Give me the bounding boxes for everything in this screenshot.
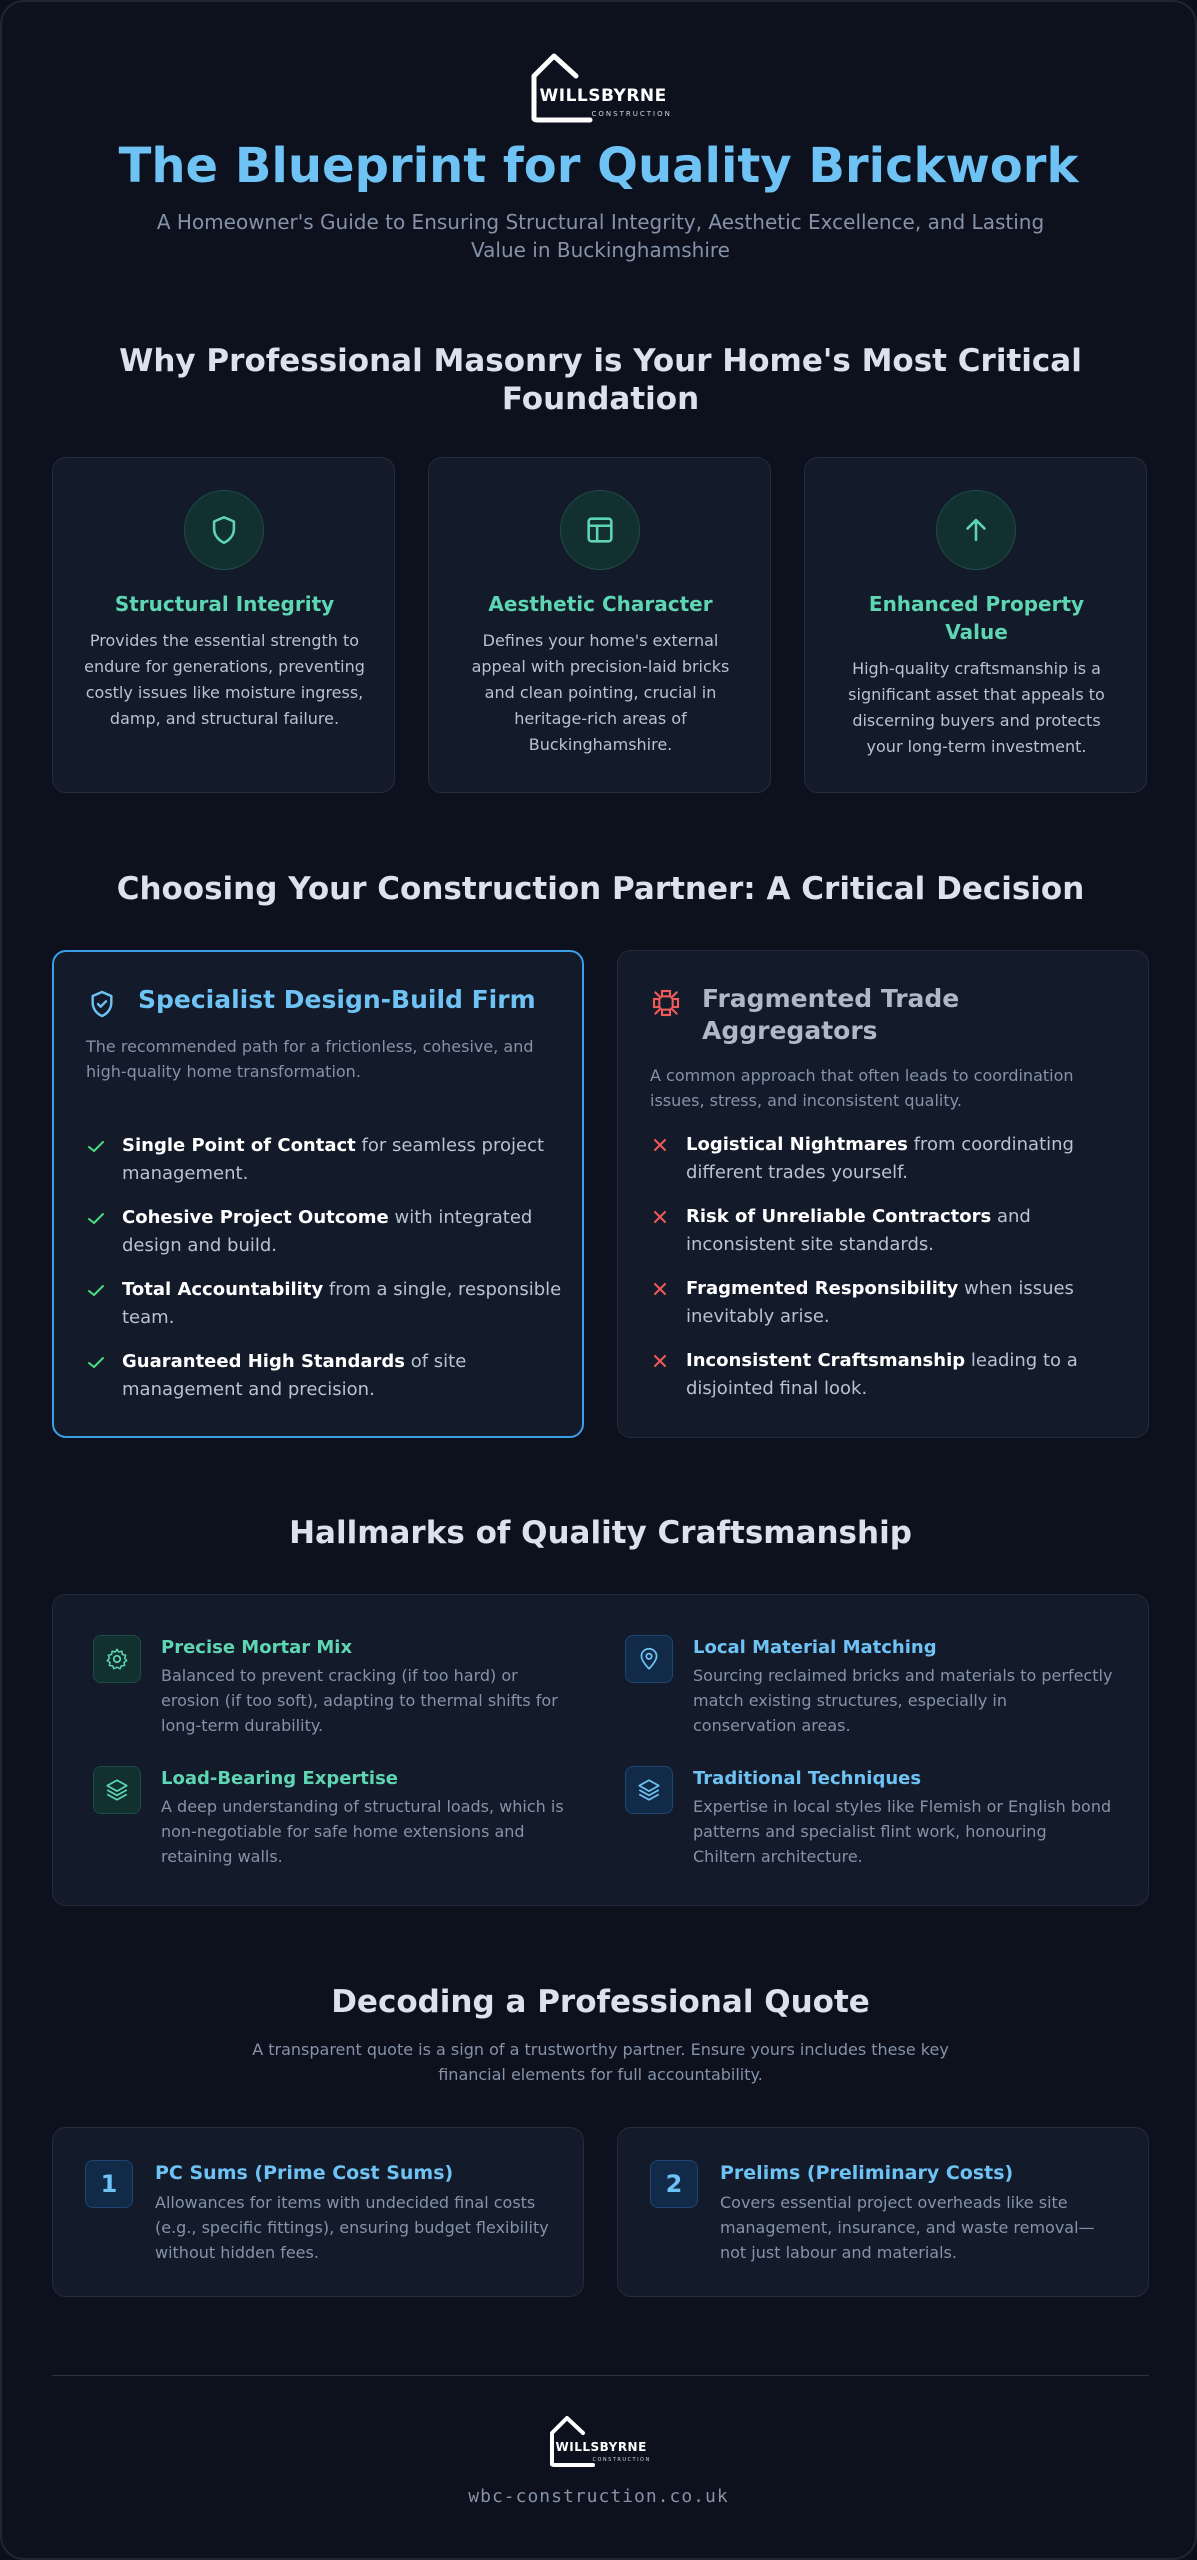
logo-subtext: CONSTRUCTION — [592, 2457, 651, 2463]
why-heading: Why Professional Masonry is Your Home's … — [119, 343, 1082, 417]
hallmarks-heading: Hallmarks of Quality Craftsmanship — [289, 1515, 912, 1551]
quote-card-title: PC Sums (Prime Cost Sums) — [155, 2162, 454, 2184]
hallmark-title: Precise Mortar Mix — [161, 1637, 353, 1658]
cross-icon — [654, 1139, 666, 1151]
quote-card-text: Allowances for items with undecided fina… — [155, 2193, 549, 2262]
list-item: Risk of Unreliable Contractors and incon… — [650, 1203, 1130, 1259]
list-item: Logistical Nightmares from coordinating … — [650, 1131, 1130, 1187]
hallmark-text: Balanced to prevent cracking (if too har… — [161, 1666, 558, 1735]
list-item: Guaranteed High Standards of site manage… — [86, 1348, 566, 1404]
map-pin-icon — [640, 1647, 658, 1670]
number-badge: 2 — [650, 2160, 698, 2208]
quote-card-pc-sums: 1 PC Sums (Prime Cost Sums) Allowances f… — [52, 2127, 584, 2297]
logo-wordmark: WILLSBYRNE — [555, 2440, 647, 2454]
card-structural-integrity: Structural Integrity Provides the essent… — [52, 457, 395, 793]
quote-card-prelims: 2 Prelims (Preliminary Costs) Covers ess… — [617, 2127, 1149, 2297]
hallmarks-panel: Precise Mortar Mix Balanced to prevent c… — [52, 1594, 1149, 1906]
list-item: Cohesive Project Outcome with integrated… — [86, 1204, 566, 1260]
card-property-value: Enhanced Property Value High-quality cra… — [804, 457, 1147, 793]
design-build-card: Specialist Design-Build Firm The recomme… — [52, 950, 584, 1438]
layers-icon — [638, 1779, 660, 1801]
cross-icon — [654, 1355, 666, 1367]
hallmark-title: Local Material Matching — [693, 1637, 937, 1658]
hallmark-text: Expertise in local styles like Flemish o… — [693, 1797, 1112, 1866]
gear-icon — [106, 1648, 128, 1670]
card-aesthetic-character: Aesthetic Character Defines your home's … — [428, 457, 771, 793]
number-badge: 1 — [85, 2160, 133, 2208]
list-item: Fragmented Responsibility when issues in… — [650, 1275, 1130, 1331]
header-logo: WILLSBYRNE CONSTRUCTION — [2, 50, 1195, 124]
shield-check-icon — [91, 990, 113, 1018]
card-text: Defines your home's external appeal with… — [471, 631, 730, 754]
card-title: Enhanced Property Value — [868, 592, 1085, 644]
list-item: Total Accountability from a single, resp… — [86, 1276, 566, 1332]
check-icon — [88, 1285, 104, 1296]
design-build-title: Specialist Design-Build Firm — [138, 985, 536, 1014]
page-title: The Blueprint for Quality Brickwork — [118, 138, 1079, 194]
layout-icon — [587, 517, 613, 543]
quote-heading: Decoding a Professional Quote — [331, 1984, 870, 2020]
footer-url-link[interactable]: wbc-construction.co.uk — [468, 2486, 729, 2507]
hallmark-text: A deep understanding of structural loads… — [161, 1797, 564, 1866]
card-text: High-quality craftsmanship is a signific… — [848, 659, 1105, 756]
card-title: Aesthetic Character — [488, 592, 713, 616]
logo-subtext: CONSTRUCTION — [591, 110, 672, 118]
check-icon — [88, 1141, 104, 1152]
aggregator-desc: A common approach that often leads to co… — [650, 1066, 1074, 1110]
footer-divider — [52, 2375, 1149, 2376]
shield-icon — [212, 515, 236, 545]
card-title: Structural Integrity — [114, 592, 335, 616]
aggregator-card: Fragmented Trade Aggregators A common ap… — [617, 950, 1149, 1438]
list-item: Inconsistent Craftsmanship leading to a … — [650, 1347, 1130, 1403]
arrow-up-icon — [966, 518, 986, 542]
hallmark-text: Sourcing reclaimed bricks and materials … — [693, 1666, 1113, 1735]
cross-icon — [654, 1211, 666, 1223]
design-build-desc: The recommended path for a frictionless,… — [86, 1037, 534, 1081]
broken-link-icon — [652, 989, 680, 1017]
layers-icon — [106, 1779, 128, 1801]
footer-logo: WILLSBYRNE CONSTRUCTION — [2, 2414, 1195, 2468]
hallmark-title: Load-Bearing Expertise — [161, 1768, 398, 1789]
card-text: Provides the essential strength to endur… — [84, 631, 365, 728]
house-logo-icon — [531, 53, 592, 123]
check-icon — [88, 1213, 104, 1224]
house-logo-icon — [549, 2416, 595, 2467]
page-subtitle: A Homeowner's Guide to Ensuring Structur… — [156, 210, 1045, 262]
cross-icon — [654, 1283, 666, 1295]
partner-heading: Choosing Your Construction Partner: A Cr… — [116, 871, 1085, 907]
quote-card-text: Covers essential project overheads like … — [720, 2193, 1095, 2262]
check-icon — [88, 1357, 104, 1368]
list-item: Single Point of Contact for seamless pro… — [86, 1132, 566, 1188]
logo-wordmark: WILLSBYRNE — [539, 86, 667, 106]
hallmark-title: Traditional Techniques — [693, 1768, 922, 1789]
quote-card-title: Prelims (Preliminary Costs) — [720, 2162, 1014, 2184]
aggregator-title: Fragmented Trade Aggregators — [702, 984, 960, 1045]
quote-subtitle: A transparent quote is a sign of a trust… — [252, 2040, 949, 2084]
